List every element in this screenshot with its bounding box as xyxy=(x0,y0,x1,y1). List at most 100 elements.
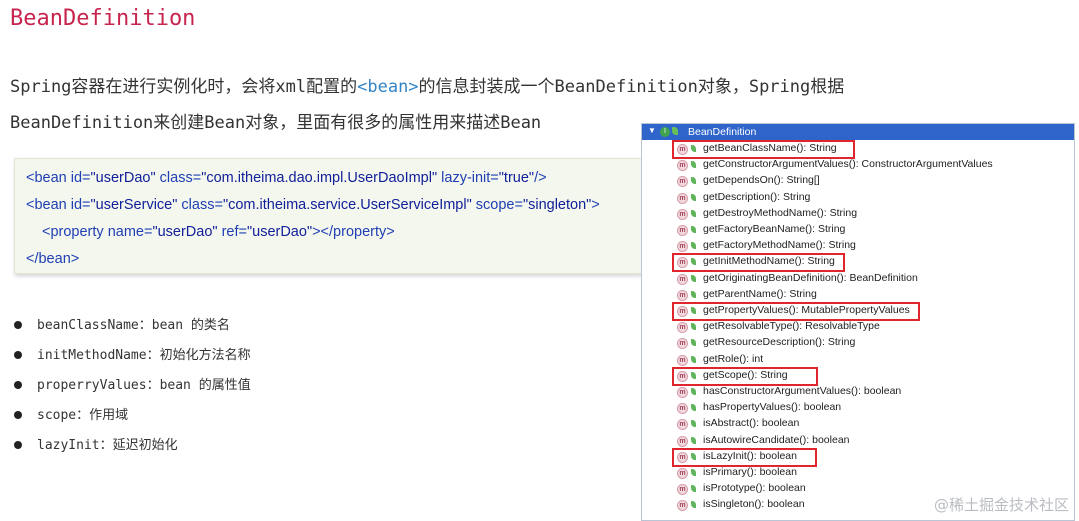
bean-tag-inline-code: <bean> xyxy=(357,77,419,97)
tree-method-label: getRole(): int xyxy=(703,352,764,365)
method-icon: m xyxy=(677,208,688,220)
code-tag: <bean xyxy=(26,170,67,186)
tree-method-label: hasConstructorArgumentValues(): boolean xyxy=(703,385,902,397)
leaf-icon xyxy=(691,388,696,395)
tree-method-label: getParentName(): String xyxy=(703,287,817,300)
code-line-3: <property name="userDao" ref="userDao"><… xyxy=(42,224,395,240)
leaf-icon xyxy=(691,436,696,444)
list-item-text: initMethodName：初始化方法名称 xyxy=(37,348,251,363)
code-value: "userDao" xyxy=(90,170,156,186)
method-icon: m xyxy=(677,192,688,204)
leaf-icon xyxy=(691,339,696,347)
intro-line-2: BeanDefinition来创建Bean对象，里面有很多的属性用来描述Bean xyxy=(10,113,542,133)
leaf-icon xyxy=(691,290,696,298)
expand-arrow-icon[interactable]: ▼ xyxy=(648,126,656,135)
code-attr: class= xyxy=(177,197,223,213)
method-icon: m xyxy=(677,435,688,447)
method-icon: m xyxy=(677,500,688,512)
list-item-text: lazyInit：延迟初始化 xyxy=(37,438,178,453)
tree-method-label: getDependsOn(): String[] xyxy=(703,174,820,187)
tree-method-row[interactable]: m getBeanClassName(): String xyxy=(642,141,1074,157)
list-item: properryValues：bean 的属性值 xyxy=(14,374,251,393)
list-item: initMethodName：初始化方法名称 xyxy=(14,344,251,363)
method-icon: m xyxy=(677,160,688,172)
leaf-icon xyxy=(691,209,696,217)
code-attr: id= xyxy=(66,170,91,186)
tree-method-row[interactable]: m getResourceDescription(): String xyxy=(642,335,1074,351)
method-icon: m xyxy=(677,403,688,415)
leaf-icon xyxy=(691,193,696,201)
code-tag-close: ></property> xyxy=(312,224,395,240)
code-line-2: <bean id="userService" class="com.itheim… xyxy=(26,197,600,213)
leaf-icon xyxy=(691,404,696,412)
tree-method-row[interactable]: m isAbstract(): boolean xyxy=(642,416,1074,432)
code-tag-close: > xyxy=(591,197,600,213)
tree-method-label: hasPropertyValues(): boolean xyxy=(703,401,842,414)
method-icon: m xyxy=(677,387,688,398)
code-line-4: </bean> xyxy=(26,251,79,267)
code-value: "com.itheima.dao.impl.UserDaoImpl" xyxy=(201,170,438,186)
tree-method-label: getScope(): String xyxy=(703,368,788,381)
tree-method-label: getFactoryMethodName(): String xyxy=(703,239,856,252)
leaf-icon xyxy=(691,420,696,428)
tree-method-row[interactable]: m getOriginatingBeanDefinition(): BeanDef… xyxy=(642,271,1074,287)
list-item-text: properryValues：bean 的属性值 xyxy=(37,378,251,393)
tree-method-row[interactable]: m hasPropertyValues(): boolean xyxy=(642,400,1074,416)
tree-method-label: isAutowireCandidate(): boolean xyxy=(703,433,850,446)
code-value: "true" xyxy=(498,170,535,186)
leaf-icon xyxy=(691,485,696,493)
tree-method-label: isAbstract(): boolean xyxy=(703,417,800,430)
code-attr: scope= xyxy=(471,197,523,213)
code-attr: class= xyxy=(155,170,202,186)
tree-method-row[interactable]: m isAutowireCandidate(): boolean xyxy=(642,433,1074,449)
leaf-icon xyxy=(691,226,696,233)
method-icon: m xyxy=(677,225,688,236)
method-icon: m xyxy=(677,273,688,285)
method-icon: m xyxy=(677,484,688,496)
structure-tree-panel: ▼ I BeanDefinition m getBeanClassName(): … xyxy=(641,123,1075,521)
tree-method-label: getDescription(): String xyxy=(703,190,811,203)
method-icon: m xyxy=(677,144,688,155)
bullet-dot-icon xyxy=(14,380,22,389)
code-value: "userDao" xyxy=(246,224,313,240)
tree-method-row[interactable]: m getDescription(): String xyxy=(642,190,1074,206)
tree-method-row[interactable]: m getScope(): String xyxy=(642,368,1074,384)
tree-method-label: getResourceDescription(): String xyxy=(703,336,856,349)
xml-code-block: <bean id="userDao" class="com.itheima.da… xyxy=(14,158,642,274)
interface-icon: I xyxy=(660,127,670,137)
leaf-icon xyxy=(691,274,696,282)
list-item: beanClassName：bean 的类名 xyxy=(14,314,230,333)
code-tag-close: </bean> xyxy=(26,251,80,267)
method-icon: m xyxy=(677,370,688,382)
tree-root-row[interactable]: ▼ I BeanDefinition xyxy=(642,124,1074,140)
tree-method-label: getOriginatingBeanDefinition(): BeanDefi… xyxy=(703,271,918,284)
tree-method-row[interactable]: m hasConstructorArgumentValues(): boolean xyxy=(642,384,1074,400)
tree-method-row[interactable]: m getFactoryMethodName(): String xyxy=(642,238,1074,254)
code-attr: lazy-init= xyxy=(437,170,499,186)
method-icon: m xyxy=(677,241,688,253)
leaf-icon xyxy=(691,177,696,185)
intro-line-1-end: 的信息封装成一个BeanDefinition对象，Spring根据 xyxy=(418,77,845,97)
method-icon: m xyxy=(677,338,688,350)
method-icon: m xyxy=(677,468,688,479)
method-icon: m xyxy=(677,451,688,463)
leaf-icon xyxy=(691,258,696,266)
code-tag: <property xyxy=(42,224,104,240)
tree-method-label: getResolvableType(): ResolvableType xyxy=(703,320,880,333)
method-icon: m xyxy=(677,419,688,431)
code-value: "userService" xyxy=(90,197,178,213)
tree-method-label: getBeanClassName(): String xyxy=(703,142,837,154)
